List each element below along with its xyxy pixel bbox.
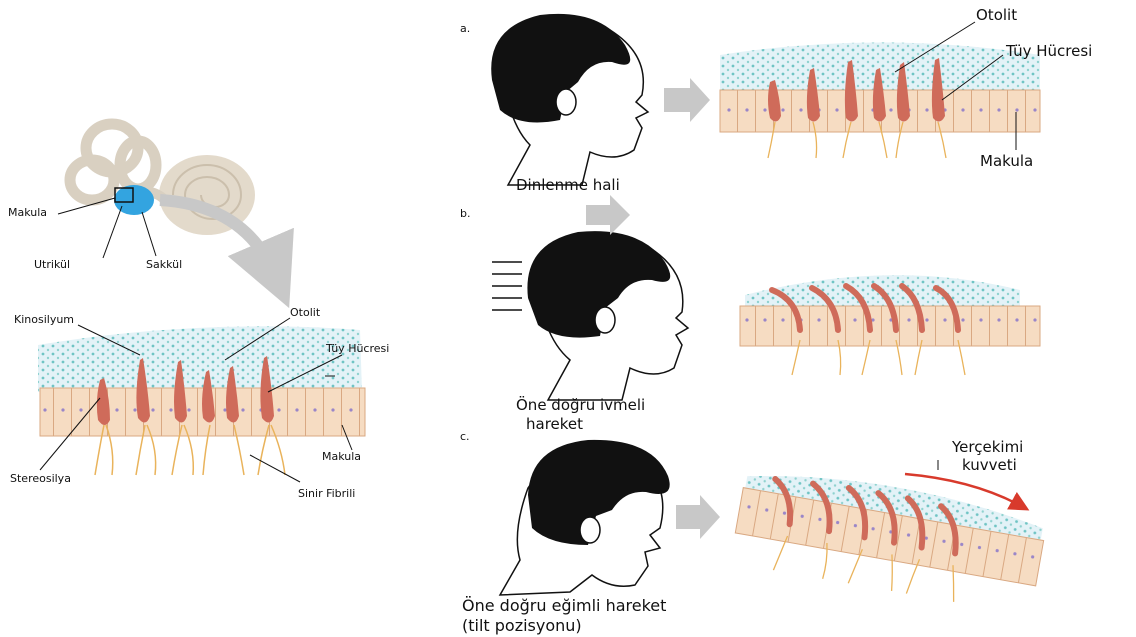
label-stereosilya: Stereosilya (10, 472, 71, 485)
label-detail-makula: Makula (322, 450, 361, 463)
panel-a-letter: a. (460, 22, 470, 35)
head-resting (491, 14, 648, 185)
label-sinir-fibrili: Sinir Fibrili (298, 487, 355, 500)
panel-c-letter: c. (460, 430, 470, 443)
head-accelerating (492, 231, 688, 400)
arrow-a (664, 78, 710, 122)
label-detail-tuy-hucresi: Tüy Hücresi (326, 342, 389, 355)
label-utrikul: Utrikül (34, 258, 70, 271)
label-detail-otolit: Otolit (290, 306, 320, 319)
otolith-layer (38, 326, 362, 392)
label-kinosilyum: Kinosilyum (14, 313, 74, 326)
macula-b (740, 275, 1040, 375)
panel-b-letter: b. (460, 207, 470, 220)
caption-b-line2: hareket (526, 415, 583, 433)
label-a-makula: Makula (980, 152, 1033, 170)
macula-a (720, 22, 1040, 158)
head-tilted (500, 440, 670, 595)
caption-b-line1: Öne doğru ivmeli (516, 396, 645, 414)
label-ear-makula: Makula (8, 206, 47, 219)
gravity-label-line2: kuvveti (962, 456, 1017, 474)
caption-a: Dinlenme hali (516, 176, 620, 194)
macula-detail (38, 318, 365, 482)
gravity-label-line1: Yerçekimi (952, 438, 1023, 456)
label-sakkul: Sakkül (146, 258, 182, 271)
label-a-tuy-hucresi: Tüy Hücresi (1006, 42, 1092, 60)
label-a-otolit: Otolit (976, 6, 1017, 24)
arrow-c (676, 495, 720, 539)
arrow-b-direction (586, 195, 630, 235)
inner-ear-illustration (58, 124, 275, 275)
caption-c-line1: Öne doğru eğimli hareket (462, 596, 666, 615)
macula-c (730, 461, 1048, 615)
motion-lines (492, 262, 522, 310)
caption-c-line2: (tilt pozisyonu) (462, 616, 582, 635)
